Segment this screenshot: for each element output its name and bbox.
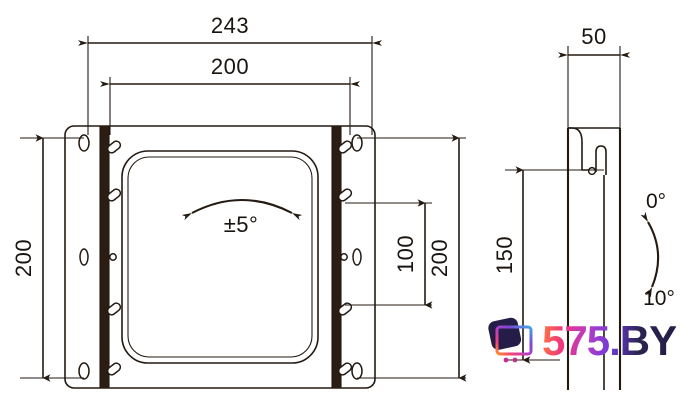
dim-label-200-width: 200 [211,54,249,79]
slotted-adjustment-holes [106,140,353,376]
corner-mount-holes [78,134,363,380]
front-view: 243 200 200 200 100 ±5° [11,13,467,389]
dimension-hole-pattern-height [357,134,467,382]
side-view: 50 150 0° [492,24,675,390]
dim-label-243: 243 [211,13,249,38]
site-watermark: 575.BY [484,312,684,370]
right-rail [332,125,341,389]
front-extension-lines [87,36,373,135]
annotation-tilt-min: 0° [646,190,666,213]
dim-label-100: 100 [393,235,418,273]
logo-mark-svg [488,317,533,363]
dimension-overall-height [20,134,84,382]
dim-label-200-height-left: 200 [11,239,36,277]
logo-text: 575.BY [542,317,677,364]
inner-swivel-plate [121,150,319,364]
side-profile [566,127,622,390]
logo-icon [484,315,540,367]
dim-label-50: 50 [581,24,606,49]
dim-label-150: 150 [492,236,517,274]
tilt-angle-arc [640,211,660,298]
annotation-tilt-max: 10° [643,287,675,310]
left-rail [100,125,109,389]
dimension-mid-hole-spacing [345,199,433,309]
dim-label-200-height-right: 200 [427,239,452,277]
annotation-swivel-angle: ±5° [224,212,259,237]
swivel-angle-arc [181,199,303,221]
